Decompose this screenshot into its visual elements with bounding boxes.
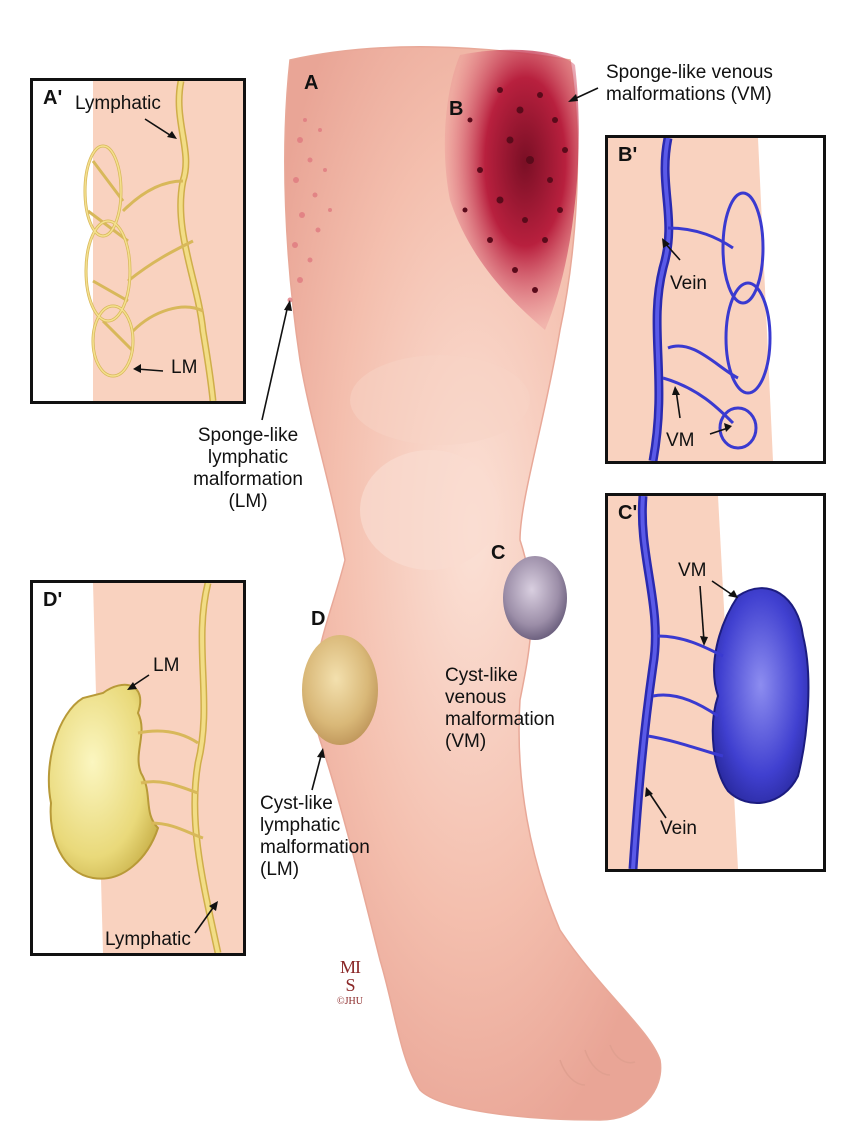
panel-c-vm: VM [678, 560, 707, 581]
panel-d-prime: D' LM Lymphatic [30, 580, 246, 956]
panel-c-label: C' [618, 502, 638, 524]
panel-a-prime: A' Lymphatic LM [30, 78, 246, 404]
label-c: C [491, 542, 506, 564]
callout-cyst-lm: Cyst-like lymphatic malformation (LM) [260, 793, 370, 881]
callout-sponge-vm: Sponge-like venous malformations (VM) [606, 62, 773, 106]
panel-b-prime: B' Vein VM [605, 135, 826, 464]
callout-line: malformation [445, 709, 555, 730]
callout-cyst-vm: Cyst-like venous malformation (VM) [445, 665, 555, 753]
panel-a-label: A' [43, 87, 63, 109]
signature: MIS ©JHU [330, 958, 370, 1007]
panel-b-label: B' [618, 144, 638, 166]
signature-mark: MIS [340, 957, 361, 995]
label-d: D [311, 608, 326, 630]
label-a: A [304, 72, 319, 94]
panel-d-lm: LM [153, 655, 180, 676]
callout-line: malformation [260, 837, 370, 858]
callout-line: malformation [193, 469, 303, 490]
panel-d-lymphatic: Lymphatic [105, 929, 191, 950]
callout-line: lymphatic [207, 447, 289, 468]
callout-line: (VM) [445, 731, 487, 752]
panel-a-lm: LM [171, 357, 198, 378]
sponge-vm-area [444, 49, 579, 330]
panel-c-prime: C' VM Vein [605, 493, 826, 872]
callout-sponge-lm: Sponge-like lymphatic malformation (LM) [178, 425, 318, 513]
callout-line: (LM) [260, 859, 300, 880]
callout-line: Cyst-like [260, 793, 333, 814]
lymphatic-cyst [47, 683, 160, 880]
callout-line: venous [445, 687, 507, 708]
panel-d-label: D' [43, 589, 63, 611]
panel-b-vein: Vein [670, 273, 707, 294]
callout-line: (LM) [228, 491, 268, 512]
panel-b-vm: VM [666, 430, 695, 451]
callout-line: lymphatic [260, 815, 341, 836]
leg-silhouette [284, 46, 662, 1121]
panel-a-lymphatic: Lymphatic [75, 93, 161, 114]
callout-line: Cyst-like [445, 665, 518, 686]
signature-credit: ©JHU [337, 996, 363, 1007]
callout-line: Sponge-like venous [606, 62, 773, 83]
label-b: B [449, 98, 464, 120]
panel-c-vein: Vein [660, 818, 697, 839]
cyst-vm [503, 556, 567, 640]
sponge-lm-area [287, 118, 332, 303]
cyst-lm [302, 635, 378, 745]
venous-cyst [711, 587, 810, 804]
callout-line: malformations (VM) [606, 84, 772, 105]
callout-line: Sponge-like [197, 425, 299, 446]
